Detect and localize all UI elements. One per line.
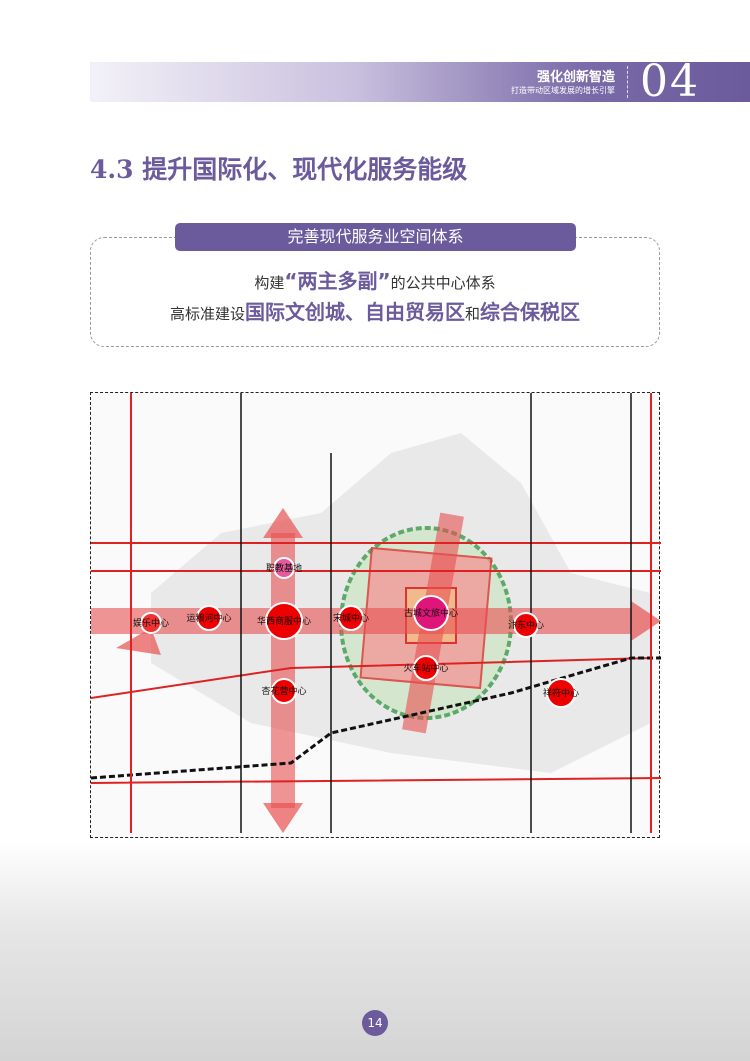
center-marker [513,612,539,638]
center-label: 运粮河中心 [186,612,231,624]
chapter-subtitle: 打造带动区域发展的增长引擎 [511,86,615,95]
center-label: 职教基地 [266,562,302,574]
center-label: 汴东中心 [508,619,544,631]
center-marker [338,605,364,631]
center-label: 杏花营中心 [261,685,306,697]
center-label: 祥符中心 [543,687,579,699]
center-marker [273,557,295,579]
center-label: 古城文旅中心 [404,607,458,619]
chapter-header-bar [90,62,750,102]
planning-map: 娱乐中心 运粮河中心 华西商服中心 宋城中心 古城文旅中心汴东中心火车站中心杏花营中心 职… [90,392,662,838]
roads [90,542,662,784]
text: 和 [465,305,481,323]
emphasis: 综合保税区 [480,300,581,324]
chapter-number: 04 [640,56,700,107]
page-number: 14 [362,1010,388,1036]
roads [130,393,652,833]
center-marker [265,602,303,640]
callout-line-1: 构建“两主多副”的公共中心体系 [0,265,750,294]
callout-line-2: 高标准建设国际文创城、自由贸易区和综合保税区 [0,296,750,325]
center-label: 火车站中心 [403,662,448,674]
center-label: 华西商服中心 [257,615,311,627]
divider [627,66,628,98]
center-label: 娱乐中心 [133,617,169,629]
arrow [263,803,303,833]
arrow [631,601,661,641]
center-marker [196,605,222,631]
text: 的公共中心体系 [390,274,496,292]
roads [240,393,632,833]
center-marker [140,612,162,634]
text: 高标准建设 [169,305,245,323]
arrow [116,628,161,655]
emphasis: “两主多副” [284,269,391,293]
center-marker [546,678,576,708]
center-marker [413,655,439,681]
emphasis: 国际文创城 [245,300,345,324]
text: 构建 [254,274,285,292]
chapter-title: 强化创新智造 [536,70,615,85]
arrow [263,508,303,538]
section-title: 4.3 提升国际化、现代化服务能级 [90,155,468,184]
callout-heading: 完善现代服务业空间体系 [175,223,576,251]
emphasis: 自由贸易区 [365,300,465,324]
railway [90,656,661,780]
center-label: 宋城中心 [333,612,369,624]
emphasis: 、 [345,300,365,324]
center-marker [271,678,297,704]
center-marker [413,595,449,631]
